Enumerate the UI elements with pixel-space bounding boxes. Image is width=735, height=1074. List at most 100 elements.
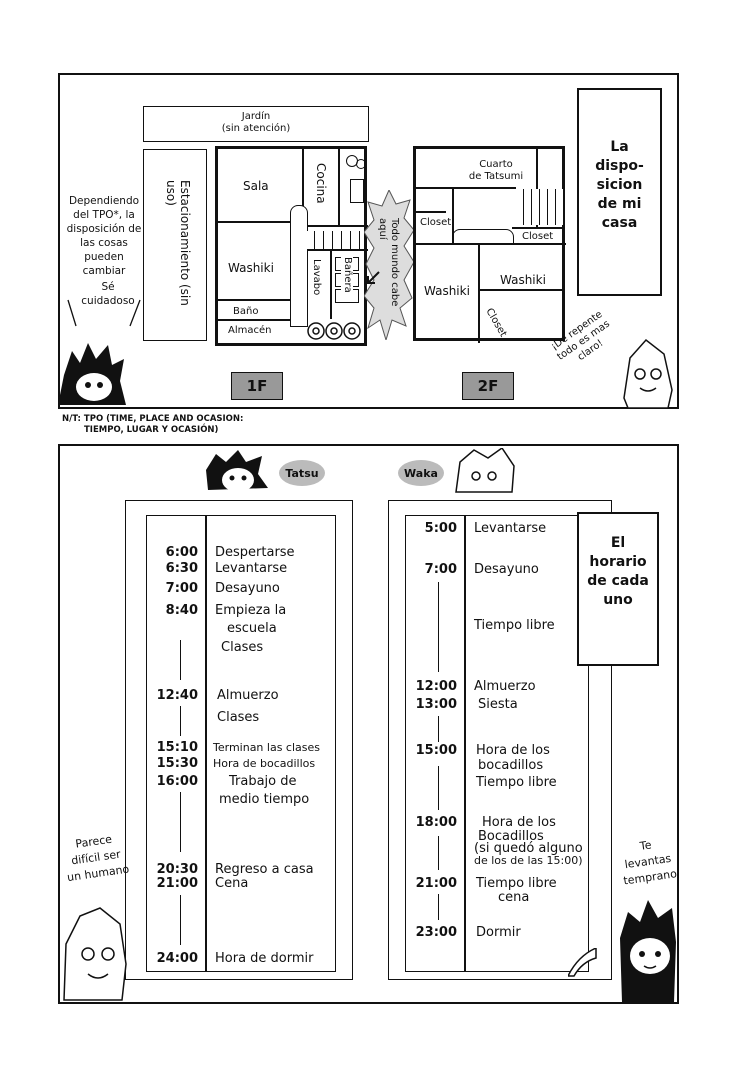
tatsu-schedule-sheet: [146, 515, 336, 972]
careful-note: Sé cuidadoso: [81, 281, 135, 307]
schedule-time: 7:00: [424, 562, 457, 577]
schedule-time: 15:00: [415, 743, 457, 758]
schedule-time: 12:00: [415, 679, 457, 694]
schedule-time: 20:30: [156, 862, 198, 877]
schedule-activity: Cena: [215, 876, 249, 891]
schedule-activity: de los de las 15:00): [474, 854, 583, 867]
schedule-activity: escuela: [227, 621, 277, 636]
washiki-2f-label: Washiki: [500, 273, 546, 287]
translator-note: N/T: TPO (TIME, PLACE AND OCASION: TIEMP…: [62, 414, 244, 435]
floor-2f-label: 2F: [462, 372, 514, 400]
schedule-activity: Bocadillos: [478, 829, 544, 844]
timeline-tick: [180, 895, 181, 945]
tatsu-character-illustration: [618, 898, 678, 1002]
waka-character-illustration: [60, 904, 132, 1002]
bush-icon: [306, 320, 362, 342]
garden-area: Jardín (sin atención): [143, 106, 369, 142]
waka-head-illustration: [452, 446, 518, 498]
timeline-tick: [438, 766, 439, 810]
schedule-activity: (si quedó alguno: [474, 841, 583, 856]
schedule-time: 16:00: [156, 774, 198, 789]
schedule-activity: Almuerzo: [474, 679, 536, 694]
schedule-activity: Terminan las clases: [213, 741, 320, 754]
washiki-1f-label: Washiki: [228, 261, 274, 275]
washiki-2f-label: Washiki: [424, 284, 470, 298]
parking-label: Estacionamiento (sin uso): [164, 180, 192, 306]
schedule-activity: Empieza la: [215, 603, 287, 618]
tpo-note: Dependiendo del TPO*, la disposición de …: [66, 195, 142, 277]
schedule-activity: Clases: [221, 640, 264, 655]
timeline-tick: [180, 706, 181, 736]
schedule-time: 5:00: [424, 521, 457, 536]
floorplan-title-box: La dispo- sicion de mi casa: [577, 88, 662, 296]
schedule-title: El horario de cada uno: [587, 535, 649, 608]
schedule-title-box: El horario de cada uno: [577, 512, 659, 666]
tatsu-head-illustration: [204, 450, 272, 496]
timeline-tick: [180, 792, 181, 852]
bathtub-label: Bañera: [341, 257, 353, 293]
toilet-label: Baño: [233, 306, 259, 317]
schedule-time: 6:30: [165, 561, 198, 576]
schedule-activity: Hora de los: [482, 815, 556, 830]
schedule-activity: Hora de bocadillos: [213, 757, 316, 770]
storage-label: Almacén: [228, 325, 272, 336]
schedule-time: 21:00: [156, 876, 198, 891]
schedule-time: 24:00: [156, 951, 198, 966]
schedule-time: 7:00: [165, 581, 198, 596]
parking-area: Estacionamiento (sin uso): [143, 149, 207, 341]
kitchen-label: Cocina: [314, 163, 328, 204]
schedule-activity: Tiempo libre: [476, 876, 557, 891]
living-room-label: Sala: [243, 179, 269, 193]
timeline-tick: [180, 640, 181, 680]
tatsu-character-illustration: [58, 335, 128, 407]
sink-label: Lavabo: [311, 259, 322, 296]
schedule-time: 21:00: [415, 876, 457, 891]
floorplan-2f: Cuarto de Tatsumi Closet Closet Washiki …: [413, 146, 566, 343]
emphasis-lines: [64, 296, 144, 330]
closet-label: Closet: [483, 306, 509, 339]
schedule-activity: Despertarse: [215, 545, 295, 560]
page-curl: [566, 946, 598, 978]
timeline-tick: [438, 716, 439, 742]
schedule-activity: Trabajo de: [229, 774, 297, 789]
schedule-time: 12:40: [156, 688, 198, 703]
schedule-activity: bocadillos: [478, 758, 544, 773]
waka-character-illustration: [620, 338, 674, 409]
schedule-time: 23:00: [415, 925, 457, 940]
floorplan-1f: Sala Cocina Washiki Lavabo Bañera Baño A…: [215, 146, 368, 346]
garden-sub-label: (sin atención): [221, 123, 291, 134]
spiky-speech-bubble: Todo mundo cabe aquí: [363, 188, 415, 342]
arrow-icon: [365, 270, 381, 286]
right-comment: Te levantas temprano: [622, 838, 678, 888]
schedule-time: 15:10: [156, 740, 198, 755]
schedule-time: 18:00: [415, 815, 457, 830]
schedule-activity: Hora de dormir: [215, 951, 314, 966]
schedule-time: 6:00: [165, 545, 198, 560]
tatsu-badge: Tatsu: [279, 460, 325, 486]
schedule-activity: Levantarse: [474, 521, 547, 536]
closet-label: Closet: [522, 231, 554, 242]
schedule-activity: Dormir: [476, 925, 521, 940]
closet-label: Closet: [420, 217, 452, 228]
waka-badge: Waka: [398, 460, 444, 486]
schedule-activity: Almuerzo: [217, 688, 279, 703]
floor-1f-label: 1F: [231, 372, 283, 400]
schedule-activity: Desayuno: [474, 562, 539, 577]
schedule-activity: cena: [498, 890, 530, 905]
left-comment: Parece difícil ser un humano: [66, 832, 131, 885]
schedule-activity: Levantarse: [215, 561, 288, 576]
timeline-tick: [438, 582, 439, 672]
schedule-activity: Regreso a casa: [215, 862, 314, 877]
garden-label: Jardín: [241, 111, 271, 122]
timeline-tick: [438, 894, 439, 920]
schedule-activity: Hora de los: [476, 743, 550, 758]
schedule-activity: Tiempo libre: [476, 775, 557, 790]
tatsumi-room-label-2: de Tatsumi: [468, 171, 524, 182]
schedule-activity: Clases: [217, 710, 260, 725]
schedule-activity: Tiempo libre: [474, 618, 555, 633]
schedule-time: 15:30: [156, 756, 198, 771]
schedule-time: 8:40: [165, 603, 198, 618]
schedule-activity: Siesta: [478, 697, 518, 712]
tatsumi-room-label-1: Cuarto: [479, 159, 513, 170]
waka-schedule-sheet: [405, 515, 589, 972]
